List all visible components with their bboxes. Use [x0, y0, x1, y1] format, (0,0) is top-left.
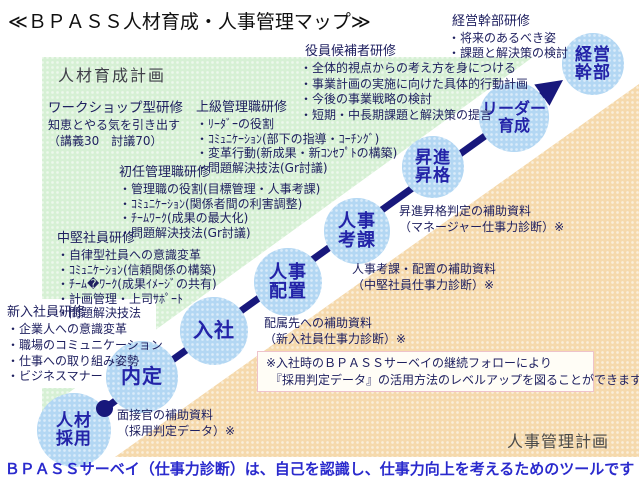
support-note-appraisal: 人事考課・配置の補助資料 （中堅社員仕事力診断）※	[352, 261, 496, 293]
stage-circle-job-offer: 内定	[106, 341, 178, 413]
training-line: ・ｺﾐｭﾆｹｰｼｮﾝ(部下の指導・ｺｰﾁﾝｸﾞ)	[196, 131, 380, 146]
support-note-line: 人事考課・配置の補助資料	[352, 262, 497, 276]
training-line: ・ﾁｰﾑﾜｰｸ(成果の最大化)	[119, 211, 249, 226]
stage-label: 内定	[121, 364, 163, 389]
training-line: ・事業計画の実施に向けた具体的行動計画	[300, 76, 529, 91]
training-line: ・将来のあるべき姿	[448, 31, 557, 45]
training-title: 中堅社員研修	[57, 231, 136, 246]
support-note-line: （中堅社員仕事力診断）※	[352, 278, 495, 292]
training-line: ・管理職の役割(目標管理・人事考課)	[119, 182, 321, 196]
training-line: ・職場のコミュニケーション	[7, 337, 163, 352]
stage-label: 昇進	[415, 147, 451, 168]
page-title: ≪ＢＰＡＳＳ人材育成・人事管理マップ≫	[8, 11, 371, 33]
stage-circle-placement: 人事 配置	[254, 248, 322, 316]
support-note-placement: 配属先への補助資料 （新入社員仕事力診断）※	[264, 315, 406, 347]
note-line: 『採用判定データ』の活用方法のレベルアップを図ることができます	[270, 373, 639, 387]
training-line: ・計画管理・上司ｻﾎﾟｰﾄ	[57, 291, 184, 306]
training-block-executive-candidate: 役員候補者研修 ・全体的視点からの考え方を身につける ・事業計画の実施に向けた具…	[300, 40, 528, 123]
stage-label: 育成	[497, 116, 530, 135]
training-line: ・ﾁｰﾑ�ﾜｰｸ(成果ｲﾒｰｼﾞの共有)	[57, 277, 217, 292]
stage-label: 経営	[575, 44, 611, 65]
growth-arrow-shaft	[101, 90, 548, 412]
stage-circle-joining: 入社	[180, 297, 248, 365]
arrow-start-dot	[96, 400, 113, 417]
training-title: 新入社員研修	[7, 305, 86, 320]
stage-circle-recruitment: 人材 採用	[37, 393, 111, 467]
training-line: ・ｺﾐｭﾆｹｰｼｮﾝ(信頼関係の構築)	[57, 262, 217, 277]
training-title: ワークショップ型研修	[48, 100, 183, 116]
training-block-senior-manager: 上級管理職研修 ・ﾘｰﾀﾞｰの役割 ・ｺﾐｭﾆｹｰｼｮﾝ(部下の指導・ｺｰﾁﾝｸ…	[196, 96, 397, 175]
training-line: ・ビジネスマナー	[7, 369, 103, 384]
training-line: ・問題解決技法(Gr討議)	[196, 160, 328, 175]
training-line: （講義30 討議70）	[48, 133, 163, 148]
training-title: 役員候補者研修	[305, 44, 397, 59]
stage-circle-executive: 経営 幹部	[562, 33, 624, 95]
training-line: ・短期・中長期課題と解決策の提言	[300, 107, 493, 122]
training-line: ・問題解決技法(Gr討議)	[119, 225, 251, 240]
stage-circle-leader-development: リーダー 育成	[479, 82, 549, 152]
training-title: 上級管理職研修	[196, 100, 288, 115]
stage-label: 考課	[338, 230, 376, 251]
training-line: ・全体的視点からの考え方を身につける	[300, 61, 517, 75]
support-note-line: 面接官の補助資料	[117, 408, 214, 422]
stage-label: 配置	[269, 281, 307, 302]
stage-label: 昇格	[415, 166, 451, 186]
training-block-workshop: ワークショップ型研修 知恵とやる気を引き出す （講義30 討議70）	[48, 96, 183, 149]
growth-arrow-head	[534, 80, 563, 106]
training-title: 初任管理職研修	[119, 165, 211, 180]
management-plan-label: 人事管理計画	[507, 432, 610, 451]
training-line: ・ﾘｰﾀﾞｰの役割	[196, 117, 275, 131]
training-line: ・ｺﾐｭﾆｹｰｼｮﾝ(関係者間の利害調整)	[119, 196, 303, 211]
support-note-line: 昇進昇格判定の補助資料	[399, 204, 532, 218]
support-note-line: （マネージャー仕事力診断）※	[399, 220, 565, 234]
stage-label: 人事	[338, 210, 376, 232]
training-title: 経営幹部研修	[452, 14, 531, 29]
support-note-interviewer: 面接官の補助資料 （採用判定データ）※	[117, 407, 235, 439]
training-line: ・自律型社員への意識変革	[57, 248, 202, 262]
survey-follow-up-note-box: ※入社時のＢＰＡＳＳサーベイの継続フォローにより 『採用判定データ』の活用方法の…	[257, 351, 639, 392]
training-line: ・課題と解決策の検討	[448, 46, 569, 60]
stage-circle-appraisal: 人事 考課	[324, 198, 390, 264]
stage-label: 採用	[56, 429, 92, 449]
stage-circle-promotion: 昇進 昇格	[402, 136, 464, 198]
development-plan-label: 人材育成計画	[58, 66, 167, 85]
note-line: ※入社時のＢＰＡＳＳサーベイの継続フォローにより	[266, 356, 552, 370]
training-line: 知恵とやる気を引き出す	[48, 118, 181, 132]
stage-label: 人材	[56, 410, 92, 431]
training-block-executive: 経営幹部研修 ・将来のあるべき姿 ・課題と解決策の検討	[448, 10, 568, 61]
support-note-promotion: 昇進昇格判定の補助資料 （マネージャー仕事力診断）※	[399, 203, 564, 235]
footer-note: ＢＰＡＳＳサーベイ（仕事力診断）は、自己を認識し、仕事力向上を考えるためのツール…	[4, 460, 635, 478]
training-block-new-employee: 新入社員研修 ・企業人への意識変革 ・職場のコミュニケーション ・仕事への取り組…	[7, 301, 163, 385]
training-line: ・変革行動(新成果・新ｺﾝｾﾌﾟﾄの構築)	[196, 146, 398, 161]
training-line: ・仕事への取り組み姿勢	[7, 353, 140, 368]
stage-label: 入社	[193, 318, 235, 343]
stage-label: リーダー	[481, 98, 546, 118]
training-line: ・企業人への意識変革	[7, 322, 128, 336]
training-line: ・問題解決技法	[57, 306, 142, 321]
support-note-line: 配属先への補助資料	[264, 316, 373, 330]
training-block-first-manager: 初任管理職研修 ・管理職の役割(目標管理・人事考課) ・ｺﾐｭﾆｹｰｼｮﾝ(関係…	[119, 161, 320, 240]
support-note-line: （採用判定データ）※	[117, 424, 236, 438]
stage-label: 幹部	[575, 63, 611, 83]
stage-label: 人事	[269, 261, 307, 283]
training-block-mid-employee: 中堅社員研修 ・自律型社員への意識変革 ・ｺﾐｭﾆｹｰｼｮﾝ(信頼関係の構築) …	[57, 227, 217, 321]
training-line: ・今後の事業戦略の検討	[300, 92, 433, 107]
support-note-line: （新入社員仕事力診断）※	[264, 332, 407, 346]
